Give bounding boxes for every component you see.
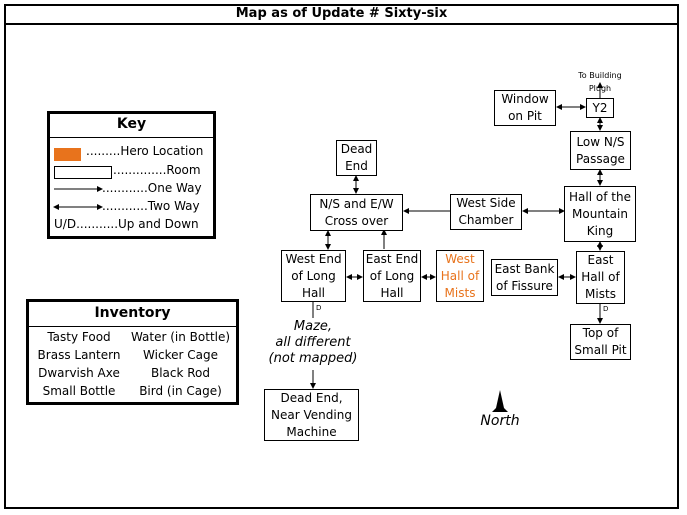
key-room-label: ..............Room (113, 163, 201, 177)
key-one-way-label: ............One Way (102, 181, 202, 195)
room-window-on-pit: Window on Pit (494, 90, 556, 126)
inventory-item: Wicker Cage (143, 348, 218, 362)
room-dead-end: Dead End (336, 140, 377, 176)
north-label: North (480, 413, 520, 429)
one-way-arrow-icon (54, 186, 103, 192)
north-compass-icon (492, 390, 508, 412)
inventory-item: Dwarvish Axe (38, 366, 120, 380)
key-two-way-label: ............Two Way (102, 199, 200, 213)
key-divider (50, 137, 213, 138)
key-hero-label: .........Hero Location (86, 144, 204, 158)
hero-swatch (54, 148, 81, 161)
room-east-bank-fissure: East Bank of Fissure (491, 259, 558, 296)
two-way-arrow-icon (53, 204, 103, 210)
room-hall-of-mountain-king: Hall of the Mountain King (564, 186, 636, 242)
room-ns-ew-crossover: N/S and E/W Cross over (310, 194, 403, 231)
map-frame (4, 4, 679, 509)
room-west-end-long-hall: West End of Long Hall (281, 250, 346, 302)
inventory-item: Bird (in Cage) (139, 384, 222, 398)
room-top-small-pit: Top of Small Pit (570, 324, 631, 360)
maze-note: Maze, all different (not mapped) (268, 319, 358, 366)
inventory-title: Inventory (94, 305, 171, 321)
ud-marker-pit: D (603, 305, 609, 313)
inventory-item: Small Bottle (42, 384, 116, 398)
inventory-item: Water (in Bottle) (130, 330, 231, 344)
key-legend: Key .........Hero Location .............… (47, 111, 216, 239)
room-swatch (54, 166, 112, 179)
room-dead-end-vending: Dead End, Near Vending Machine (264, 389, 359, 441)
key-title: Key (116, 116, 147, 132)
inventory-item: Tasty Food (47, 330, 111, 344)
room-low-ns-passage: Low N/S Passage (570, 131, 631, 170)
room-east-end-long-hall: East End of Long Hall (363, 250, 421, 302)
key-up-down-label: U/D...........Up and Down (54, 217, 199, 231)
inventory-item: Black Rod (150, 366, 211, 380)
room-y2: Y2 (586, 98, 614, 118)
room-west-side-chamber: West Side Chamber (450, 194, 522, 230)
inventory-item: Brass Lantern (37, 348, 121, 362)
inventory-divider (29, 326, 236, 327)
room-east-hall-of-mists: East Hall of Mists (576, 251, 625, 304)
to-building-label: To Building Plugh (578, 71, 622, 93)
ud-marker-maze: D (316, 304, 322, 312)
room-west-hall-of-mists: West Hall of Mists (436, 250, 484, 302)
map-title: Map as of Update # Sixty-six (4, 4, 679, 25)
inventory-panel: Inventory Tasty Food Water (in Bottle) B… (26, 299, 239, 405)
